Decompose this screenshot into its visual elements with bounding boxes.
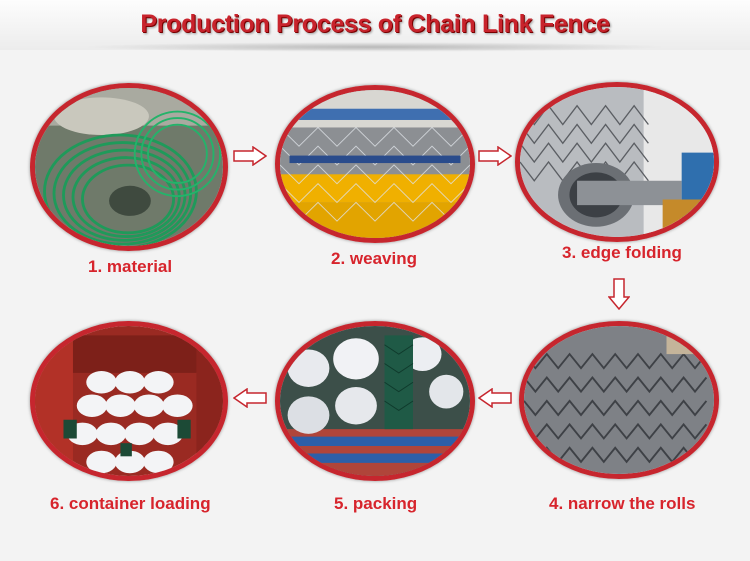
step-label-material: 1. material: [88, 257, 173, 276]
photo-narrow-rolls: [519, 321, 719, 479]
photo-container-loading: [30, 321, 228, 481]
photo-material: [30, 83, 228, 251]
page-header: Production Process of Chain Link Fence: [0, 0, 750, 52]
left-arrow-icon: [233, 388, 267, 408]
left-arrow-icon: [478, 388, 512, 408]
photo-edge-folding: [515, 82, 719, 242]
step-label-packing: 5. packing: [334, 494, 418, 513]
right-arrow-icon: [233, 146, 267, 166]
step-label-weaving: 2. weaving: [331, 249, 417, 268]
step-label-container-loading: 6. container loading: [50, 494, 211, 513]
step-label-narrow-rolls: 4. narrow the rolls: [549, 494, 696, 513]
step-label-edge-folding: 3. edge folding: [562, 243, 682, 262]
photo-weaving: [275, 85, 475, 243]
title-shadow: [80, 42, 670, 52]
page-title: Production Process of Chain Link Fence: [140, 10, 610, 38]
down-arrow-icon: [608, 278, 630, 310]
photo-packing: [275, 321, 475, 481]
right-arrow-icon: [478, 146, 512, 166]
